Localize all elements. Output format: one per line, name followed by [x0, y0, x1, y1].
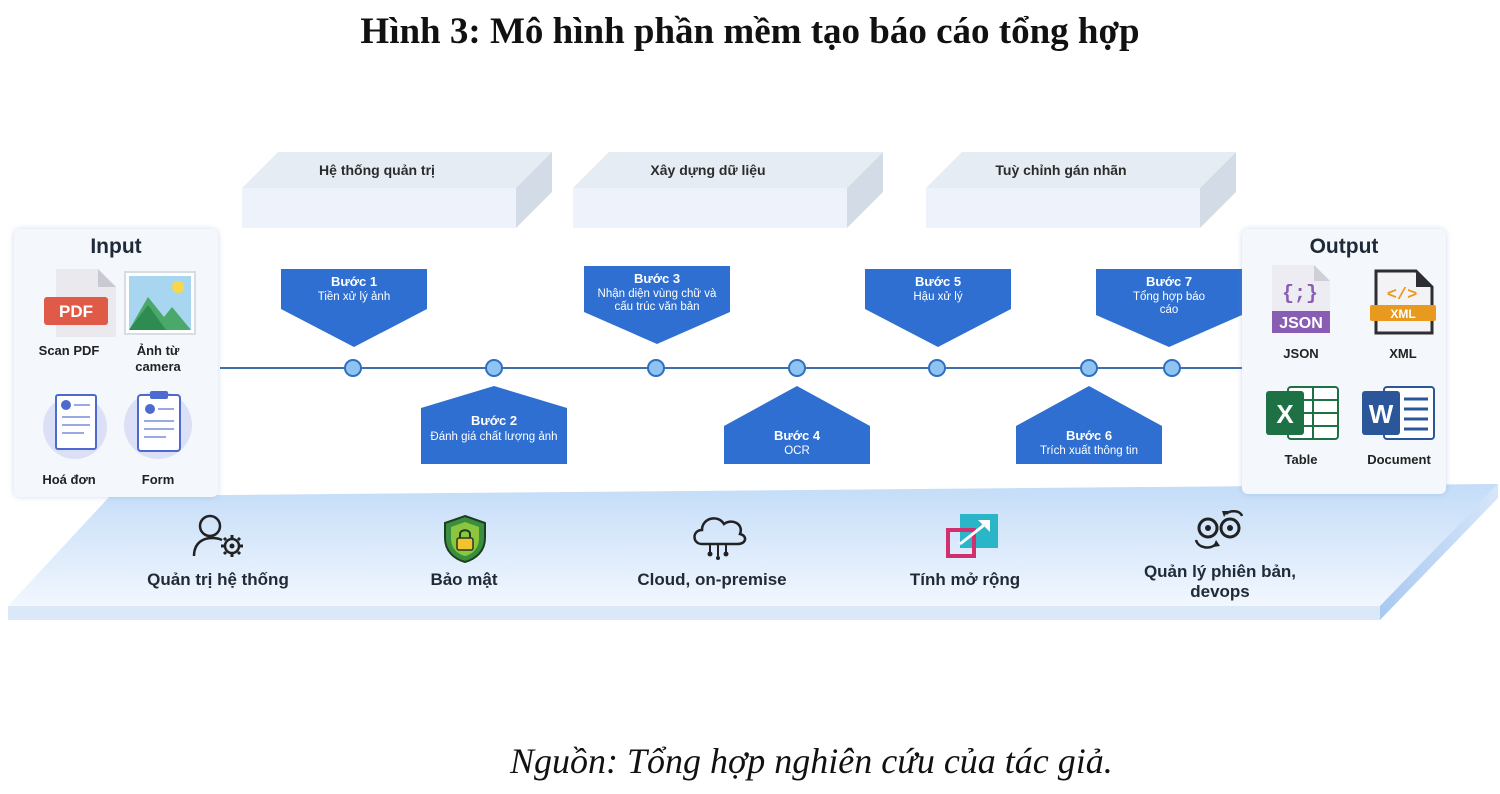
pdf-icon: PDF	[44, 269, 116, 337]
image-icon	[124, 271, 196, 335]
expand-icon	[946, 514, 998, 558]
step-desc: Hậu xử lý	[913, 291, 963, 303]
step-shape	[1096, 269, 1242, 347]
timeline-node	[1080, 359, 1098, 377]
step-title: Bước 5	[914, 274, 962, 289]
timeline-node	[344, 359, 362, 377]
input-panel: Input PDF Scan PDF Ảnh từ camera Hoá đơn	[14, 229, 218, 497]
step-title: Bước 3	[633, 271, 681, 286]
invoice-icon	[43, 394, 107, 459]
step-title: Bước 2	[470, 413, 518, 428]
json-icon: {;} JSON	[1272, 265, 1330, 333]
timeline-line	[220, 367, 1245, 369]
step-shape	[1016, 386, 1162, 464]
input-item-label: Hoá đơn	[42, 472, 96, 487]
step-3: Bước 3 Nhận diện vùng chữ và cấu trúc vă…	[584, 266, 730, 346]
feature-label: Quản lý phiên bản, devops	[1143, 562, 1297, 601]
module-box-shape	[573, 152, 883, 228]
module-label: Tuỳ chỉnh gán nhãn	[995, 162, 1127, 178]
feature-label: Cloud, on-premise	[637, 570, 787, 589]
svg-text:JSON: JSON	[1279, 315, 1323, 332]
step-shape	[584, 266, 730, 344]
feature-label: Bảo mật	[430, 570, 498, 589]
output-panel: Output {;} JSON JSON </> XML XML X Table…	[1242, 229, 1446, 494]
input-item-label: Ảnh từ camera	[135, 343, 181, 374]
form-icon	[124, 391, 192, 459]
step-7: Bước 7 Tổng hợp báo cáo	[1096, 269, 1242, 349]
feature-label: Tính mở rộng	[909, 570, 1021, 589]
step-title: Bước 4	[773, 428, 821, 443]
svg-text:{;}: {;}	[1282, 283, 1318, 306]
step-desc: Tiền xử lý ảnh	[317, 291, 391, 303]
timeline-node	[485, 359, 503, 377]
excel-icon: X	[1266, 386, 1339, 440]
input-item-label: Form	[141, 472, 175, 487]
step-4: Bước 4 OCR	[724, 386, 870, 464]
output-item-label: JSON	[1283, 346, 1319, 361]
timeline-node	[788, 359, 806, 377]
svg-text:PDF: PDF	[59, 302, 93, 321]
step-5: Bước 5 Hậu xử lý	[865, 269, 1011, 349]
output-item-label: XML	[1389, 346, 1417, 361]
gears-icon	[1194, 510, 1244, 549]
output-title: Output	[1309, 235, 1379, 258]
platform-base	[8, 484, 1498, 620]
step-2: Bước 2 Đánh giá chất lượng ảnh	[421, 386, 567, 464]
module-box-shape	[242, 152, 552, 228]
svg-text:XML: XML	[1390, 307, 1415, 321]
svg-text:</>: </>	[1387, 286, 1418, 305]
figure-title: Hình 3: Mô hình phần mềm tạo báo cáo tổn…	[360, 11, 1140, 52]
step-title: Bước 6	[1065, 428, 1113, 443]
module-label: Xây dựng dữ liệu	[650, 162, 766, 178]
step-desc: Nhận diện vùng chữ và cấu trúc văn bản	[597, 288, 717, 313]
step-shape	[281, 269, 427, 347]
step-title: Bước 1	[330, 274, 378, 289]
user-gear-icon	[192, 514, 243, 557]
shield-lock-icon	[444, 514, 486, 564]
svg-text:W: W	[1369, 399, 1394, 429]
module-label: Hệ thống quản trị	[319, 162, 435, 178]
xml-icon: </> XML	[1370, 269, 1436, 335]
input-item-label: Scan PDF	[38, 343, 100, 358]
step-desc: Tổng hợp báo cáo	[1132, 291, 1206, 316]
timeline-node	[1163, 359, 1181, 377]
module-box: Hệ thống quản trị	[242, 152, 552, 230]
svg-text:X: X	[1276, 399, 1294, 429]
step-title: Bước 7	[1145, 274, 1193, 289]
step-shape	[724, 386, 870, 464]
step-desc: Đánh giá chất lượng ảnh	[430, 431, 558, 443]
output-item-label: Table	[1284, 452, 1318, 467]
module-box: Tuỳ chỉnh gán nhãn	[926, 152, 1236, 230]
step-shape	[865, 269, 1011, 347]
cloud-icon	[693, 517, 747, 560]
step-desc: OCR	[784, 445, 810, 457]
module-box: Xây dựng dữ liệu	[573, 152, 883, 230]
step-1: Bước 1 Tiền xử lý ảnh	[281, 269, 427, 349]
step-shape	[421, 386, 567, 464]
step-6: Bước 6 Trích xuất thông tin	[1016, 386, 1162, 464]
word-icon: W	[1362, 386, 1435, 440]
timeline-node	[928, 359, 946, 377]
timeline-node	[647, 359, 665, 377]
feature-label: Quản trị hệ thống	[147, 570, 289, 589]
figure-source: Nguồn: Tổng hợp nghiên cứu của tác giả.	[510, 741, 1113, 781]
module-box-shape	[926, 152, 1236, 228]
output-item-label: Document	[1367, 452, 1431, 467]
input-title: Input	[90, 235, 142, 258]
step-desc: Trích xuất thông tin	[1039, 445, 1138, 457]
